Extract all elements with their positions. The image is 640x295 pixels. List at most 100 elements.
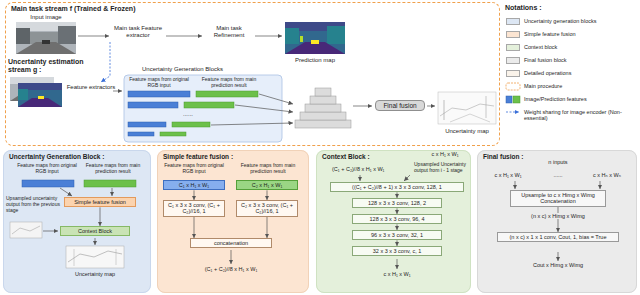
count-label: n inputs <box>538 159 578 165</box>
pyramid <box>305 104 341 112</box>
legend-text: Image/Prediction features <box>524 96 636 102</box>
feature-map-block <box>22 180 136 187</box>
feature-map-block <box>84 180 136 187</box>
uncertainty-blocks-frame <box>196 91 258 97</box>
flow-arrow <box>194 190 195 200</box>
image-label: Prediction map <box>285 57 345 64</box>
flow-arrow <box>515 181 516 189</box>
node-text: Simple feature fusion : <box>163 153 233 160</box>
node-text: 128 x 3 x 3 conv, 96, 4 <box>370 216 425 222</box>
legend-swatch <box>506 70 520 77</box>
flow-arrow <box>194 217 195 238</box>
uncertainty-blocks-frame <box>124 75 282 142</box>
pyramid <box>310 96 336 104</box>
stage-label: Main task Feature extractor <box>112 25 164 39</box>
prediction-map <box>300 36 303 42</box>
flow-arrow <box>95 238 96 245</box>
panel-fill <box>3 150 637 293</box>
feature-block: C₁ x H₁ x W₁ <box>163 180 225 190</box>
legend-sample <box>506 83 520 90</box>
node-text: ((C₁ + C₂)//8 + 1) x 3 x 3 conv, 128, 1 <box>352 184 442 190</box>
dimension-label: (C₁ + C₂)//8 x H₁ x W₁ <box>181 266 281 272</box>
input-image <box>16 28 30 44</box>
pyramid <box>295 88 351 128</box>
prediction-map <box>285 28 299 44</box>
conv-box: ((C₁ + C₂)//8 + 1) x 3 x 3 conv, 128, 1 <box>330 182 464 192</box>
uncertainty-thumbnail <box>68 251 122 262</box>
dimension-label: c x H₁ x W₁ <box>370 271 424 277</box>
flow-arrow <box>231 250 232 264</box>
flow-arrow <box>100 207 101 226</box>
node-text: Uncertainty Generation Block : <box>9 153 104 160</box>
feature-block: C₂ x H₁ x W₁ <box>236 180 298 190</box>
legend-swatch <box>506 31 520 38</box>
dimension-label: (C₁ + C₂)//8 x H₁ x W₁ <box>332 166 412 172</box>
dimension-label: c x Hₙ x Wₙ <box>582 172 632 178</box>
conv-box: C₁ x 3 x 3 conv, (C₁ + C₂)//16, 1 <box>163 200 225 217</box>
flow-arrow <box>558 252 559 261</box>
uncertainty-blocks-frame <box>184 102 234 108</box>
uncertainty-blocks-frame <box>172 122 210 127</box>
prediction-map <box>285 22 345 54</box>
uncertainty-thumbnail <box>10 222 42 238</box>
stream-heading: Uncertainty estimation stream g : <box>8 58 100 74</box>
feature-label: Feature maps from main prediction result <box>234 163 302 175</box>
final-fusion-panel: Final fusion :Upsample to c x Himg x Wim… <box>477 150 637 293</box>
node-text: Simple feature fusion <box>74 199 126 205</box>
upsample-box: Upsample to c x Himg x Wimg Concatenatio… <box>510 190 606 207</box>
legend-text: Final fusion block <box>524 57 636 63</box>
stream-input-images <box>18 83 62 90</box>
prediction-map <box>285 22 345 54</box>
uncertainty-blocks-frame <box>128 132 154 136</box>
conv-box: (n x c) x 1 x 1 conv, Cout, 1, bias = Tr… <box>497 232 619 242</box>
stream-input-images <box>10 77 54 84</box>
panel-fill <box>157 150 309 293</box>
flow-arrow <box>60 188 72 196</box>
legend-item: Weight sharing for image encoder (Non-es… <box>506 109 638 122</box>
legend-text: Simple feature fusion <box>524 31 636 37</box>
image-label: Uncertainty map <box>436 128 498 135</box>
stage-label: Main task Refinement <box>205 25 253 39</box>
legend-spacer <box>506 83 520 90</box>
legend-heading: Notations : <box>505 4 625 12</box>
concat-box: concatenation <box>190 238 272 248</box>
node-text: C₁ x H₁ x W₁ <box>179 182 209 188</box>
uncertainty-thumbnail <box>12 226 40 234</box>
uncertainty-blocks-frame <box>128 122 166 127</box>
uncertainty-blocks-frame <box>160 132 186 136</box>
legend-spacer <box>506 109 520 116</box>
flow-arrow <box>166 36 202 37</box>
legend-sample <box>506 112 519 113</box>
feature-label: Feature maps from original RGB input <box>16 163 78 175</box>
conv-box: 128 x 3 x 3 conv, 96, 4 <box>352 214 442 224</box>
node-text: Final fusion <box>383 102 416 109</box>
feature-label: Feature maps from main prediction result <box>80 163 146 175</box>
input-image <box>16 22 76 54</box>
legend-text: Detailed operations <box>524 70 636 76</box>
flow-arrow <box>600 181 601 189</box>
node-text: Context Block <box>78 228 112 234</box>
legend-item: Image/Prediction features <box>506 96 638 103</box>
dimension-label: c x H₁ x W₁ <box>422 151 468 157</box>
uncertainty-map-image <box>438 92 496 124</box>
uncertainty-blocks-frame <box>128 102 178 108</box>
image-label: Input image <box>16 14 76 21</box>
input-note: Upsampled uncertainty output from the pr… <box>6 196 60 213</box>
stage-label: Feature extractors <box>66 84 116 91</box>
legend-text: Weight sharing for image encoder (Non-es… <box>524 109 636 122</box>
fusion-box: Simple feature fusion <box>64 197 136 207</box>
legend-item: Simple feature fusion <box>506 31 638 38</box>
weight-sharing-arrow <box>101 42 110 82</box>
dimension-label: Cout x Himg x Wimg <box>517 262 599 268</box>
flow-arrow <box>427 106 435 107</box>
flow-arrow <box>255 36 282 37</box>
flow-arrow <box>211 123 293 125</box>
panel-fill <box>477 150 637 293</box>
node-text: C₂ x H₁ x W₁ <box>252 182 283 188</box>
panel-fill <box>316 150 471 293</box>
legend-item: Final fusion block <box>506 57 638 64</box>
stream-input-images <box>18 98 62 107</box>
flow-arrow <box>259 94 293 104</box>
stream-input-images <box>18 83 62 107</box>
